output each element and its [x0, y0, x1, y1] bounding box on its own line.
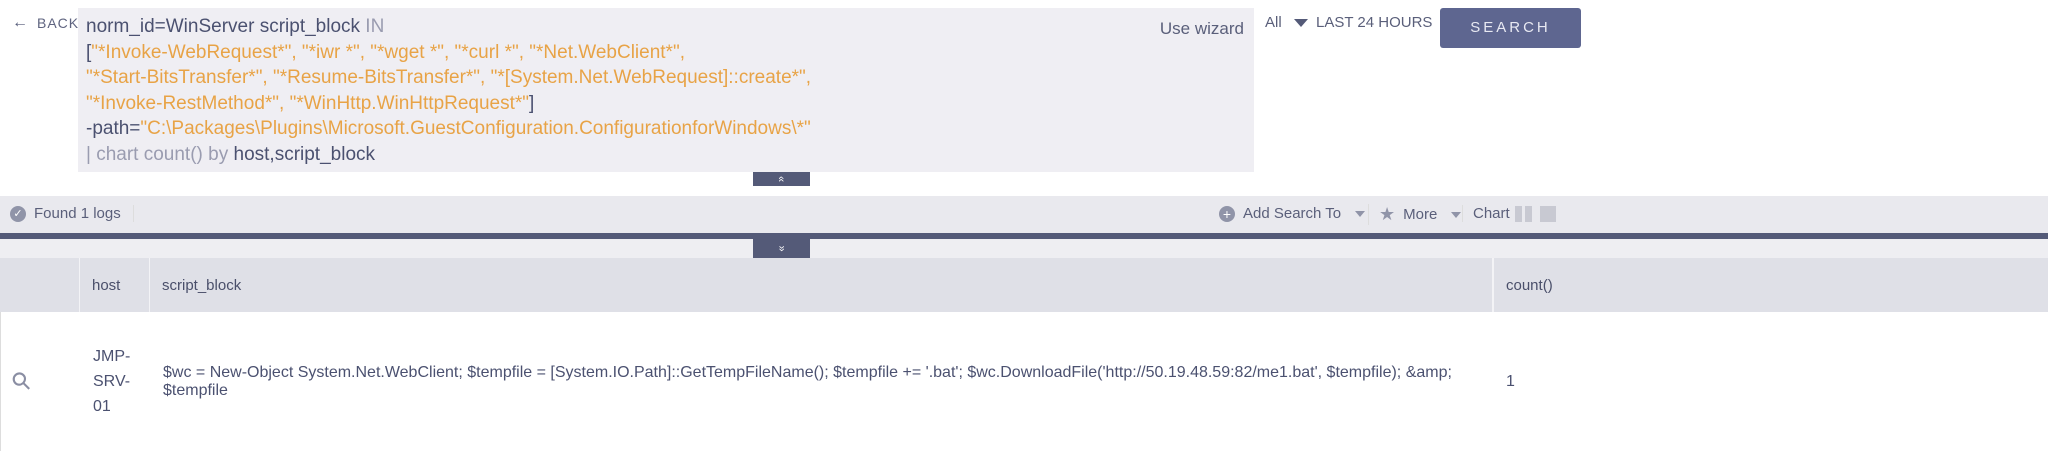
- chevron-up-icon: «: [775, 175, 788, 183]
- query-text: norm_id=WinServer script_block: [86, 16, 361, 37]
- query-string: "*Invoke-RestMethod*", "*WinHttp.WinHttp…: [86, 92, 530, 114]
- table-row: ⚲ JMP-SRV-01 $wc = New-Object System.Net…: [0, 312, 2048, 451]
- inspect-row-button[interactable]: ⚲: [1, 312, 81, 451]
- query-text: ]: [529, 92, 535, 114]
- repo-value: All: [1265, 14, 1282, 31]
- plus-circle-icon: +: [1219, 205, 1235, 222]
- cell-count: 1: [1506, 372, 1515, 390]
- dropdown-icon: [1293, 18, 1308, 27]
- search-icon: ⚲: [6, 365, 38, 398]
- column-header-host[interactable]: host: [80, 258, 150, 312]
- query-string: "*Start-BitsTransfer*", "*Resume-BitsTra…: [86, 67, 812, 88]
- full-view-icon[interactable]: [1540, 206, 1556, 222]
- query-keyword: IN: [365, 16, 385, 37]
- chevron-down-icon: »: [776, 245, 788, 252]
- results-toolbar: ✓ Found 1 logs + Add Search To ★ More Chart: [0, 196, 2048, 233]
- more-button[interactable]: ★ More: [1368, 204, 1462, 225]
- split-view-icon[interactable]: [1515, 206, 1532, 222]
- dropdown-icon: [1451, 211, 1462, 218]
- time-range-select[interactable]: LAST 24 HOURS: [1316, 14, 1459, 31]
- dropdown-icon: [1355, 210, 1366, 217]
- cell-script-block: $wc = New-Object System.Net.WebClient; $…: [163, 363, 1452, 399]
- check-circle-icon: ✓: [10, 205, 26, 222]
- query-text: [: [86, 41, 92, 63]
- time-range-value: LAST 24 HOURS: [1316, 14, 1433, 31]
- header-spacer: [0, 258, 80, 312]
- more-label: More: [1403, 206, 1438, 223]
- cell-host: JMP-SRV-01: [81, 312, 151, 451]
- use-wizard-link[interactable]: Use wizard: [1159, 19, 1244, 38]
- collapse-query-button[interactable]: «: [753, 172, 810, 186]
- column-header-script-block[interactable]: script_block: [150, 258, 1493, 312]
- arrow-left-icon: ←: [12, 14, 29, 31]
- table-header: host script_block count(): [0, 258, 2048, 312]
- chart-label: Chart: [1462, 205, 1510, 222]
- query-editor[interactable]: norm_id=WinServer script_block IN ["*Inv…: [78, 8, 1254, 172]
- column-header-count[interactable]: count(): [1493, 258, 2048, 312]
- host-value: JMP-SRV-01: [93, 348, 131, 415]
- query-fields: host,script_block: [233, 143, 376, 165]
- star-icon: ★: [1379, 204, 1396, 224]
- query-string: "*Invoke-WebRequest*", "*iwr *", "*wget …: [91, 41, 685, 63]
- query-string: "C:\Packages\Plugins\Microsoft.GuestConf…: [140, 118, 811, 139]
- back-label: BACK: [37, 15, 80, 31]
- expand-results-button[interactable]: »: [753, 239, 810, 258]
- search-button[interactable]: SEARCH: [1440, 8, 1581, 48]
- found-count: Found 1 logs: [34, 205, 121, 222]
- query-text: -path=: [86, 118, 141, 139]
- add-search-to-button[interactable]: + Add Search To: [1219, 205, 1366, 222]
- divider-band: [0, 239, 2048, 258]
- query-command: | chart count() by: [86, 143, 229, 165]
- panel-divider[interactable]: [0, 233, 2048, 239]
- add-search-label: Add Search To: [1243, 205, 1342, 222]
- back-button[interactable]: ← BACK: [12, 14, 79, 32]
- found-status: ✓ Found 1 logs: [10, 205, 134, 222]
- repo-select[interactable]: All: [1265, 14, 1308, 31]
